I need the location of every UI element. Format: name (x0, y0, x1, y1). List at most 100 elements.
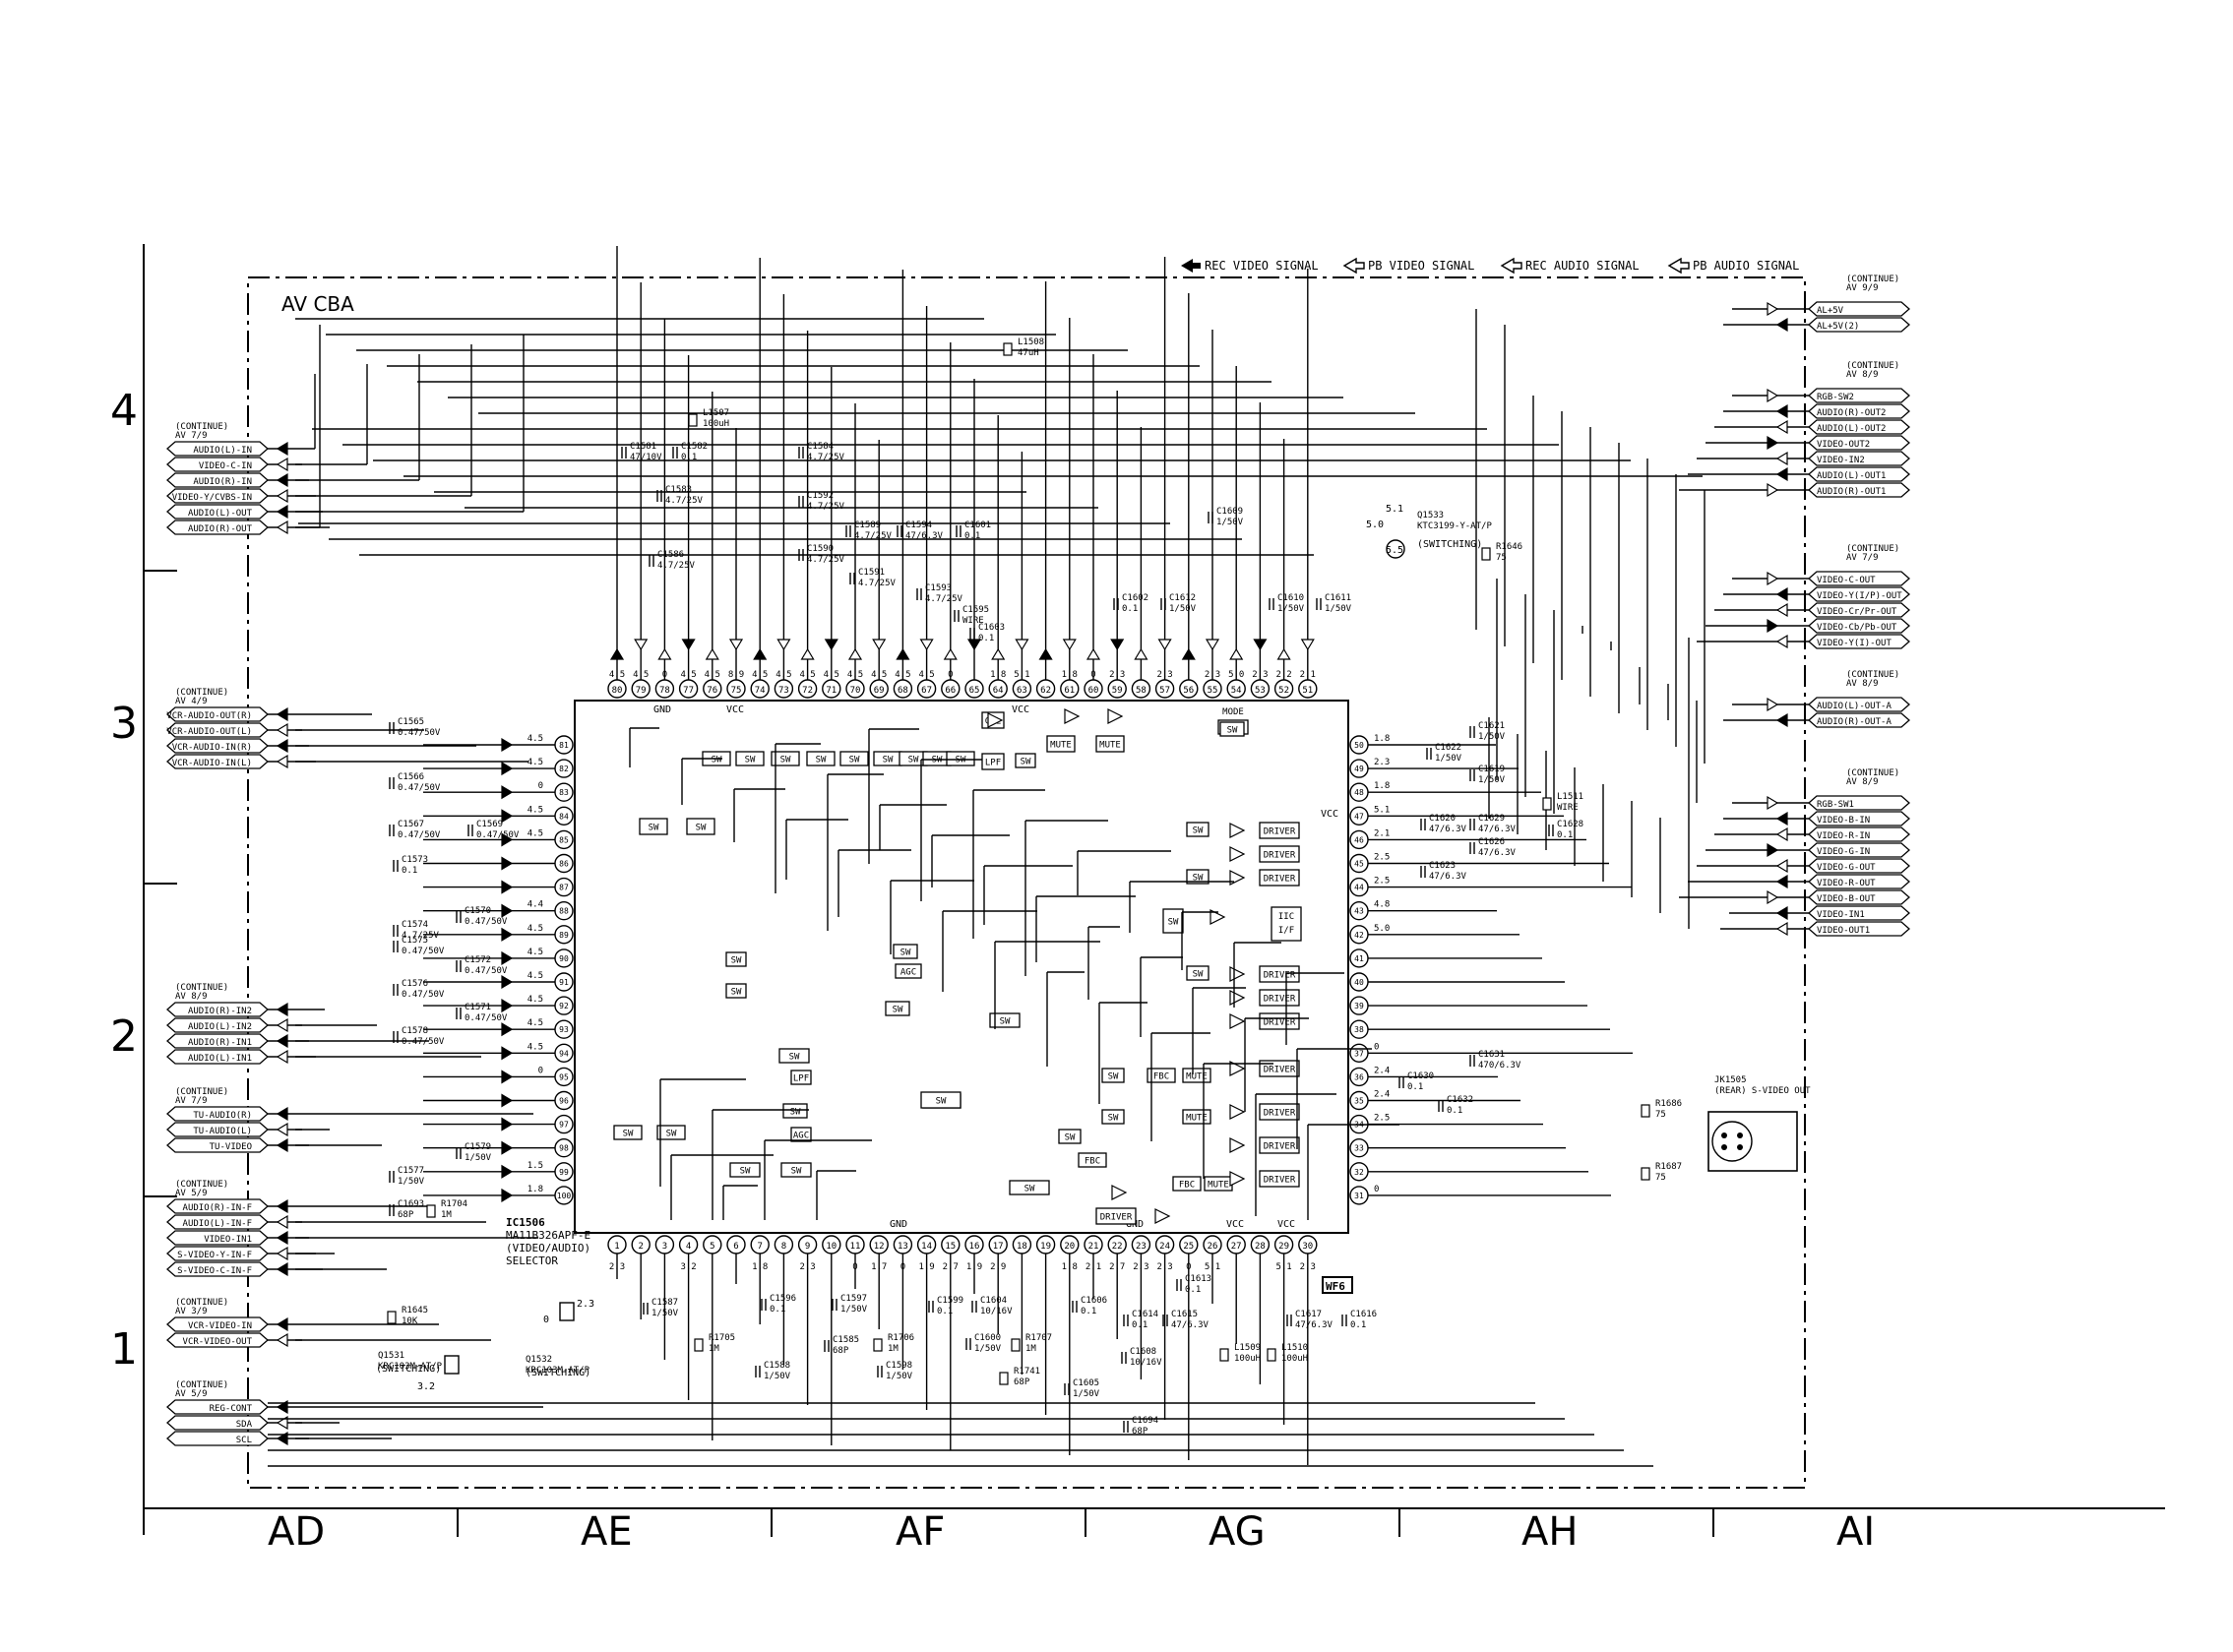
signal-arrow (1110, 639, 1125, 651)
right-connector-label: VIDEO-Y(I/P)-OUT (1817, 591, 1902, 601)
component-ref: C1608 (1130, 1347, 1156, 1357)
component-value: 1/50V (465, 1153, 492, 1163)
component-value: 1/50V (1325, 604, 1352, 614)
component-ref: C1576 (402, 979, 428, 989)
signal-arrow (501, 809, 514, 824)
buffer-amp (1229, 1061, 1246, 1076)
signal-legend: REC VIDEO SIGNAL PB VIDEO SIGNAL REC AUD… (1181, 257, 1799, 275)
q1533-volt-b: 5.0 (1366, 520, 1384, 530)
component-value: KTC3199-Y-AT/P (1417, 521, 1492, 531)
ic-pin-number-bottom: 19 (1040, 1242, 1051, 1252)
component-symbol (688, 413, 698, 427)
ic-pin-number-right: 33 (1354, 1144, 1364, 1153)
component-ref: C1589 (854, 520, 881, 530)
mute-block-label: MUTE (1186, 1114, 1208, 1124)
component-value: (REAR) S-VIDEO OUT (1714, 1086, 1811, 1096)
signal-arrow (1767, 795, 1779, 811)
driver-block (1259, 1060, 1300, 1077)
right-connector-tag (1808, 905, 1910, 921)
ic-pin-number-right: 38 (1354, 1025, 1364, 1034)
ic-pin-number-bottom: 3 (662, 1242, 667, 1252)
component-value: 68P (1014, 1377, 1030, 1387)
right-connector-tag (1808, 889, 1910, 905)
right-connector-tag (1808, 482, 1910, 498)
ic-part: MA11B326APF-E (506, 1229, 590, 1242)
right-connector-label: VIDEO-R-IN (1817, 831, 1870, 841)
component-symbol (1011, 1338, 1021, 1352)
left-connector-label: TU-AUDIO(L) (193, 1127, 252, 1136)
ic-pin-voltage-right: 1.8 (1374, 781, 1390, 791)
ic-pin-voltage-left: 0 (538, 1066, 543, 1075)
component-ref: C1609 (1216, 507, 1243, 517)
right-connector-tag (1808, 571, 1910, 586)
ic-pin-number-top: 58 (1136, 686, 1147, 696)
component-ref: C1578 (402, 1026, 428, 1036)
signal-arrow (276, 1049, 288, 1065)
component-value: 47uH (1018, 348, 1039, 358)
signal-arrow (276, 441, 288, 457)
buffer-amp (1229, 1171, 1246, 1187)
component-ref: C1619 (1478, 765, 1505, 774)
signal-arrow (501, 1070, 514, 1084)
left-connector-label: SDA (236, 1420, 253, 1430)
ic-pin-number-right: 32 (1354, 1168, 1364, 1177)
row-label-4: 4 (110, 386, 138, 436)
left-connector-label: VIDEO-Y/CVBS-IN (172, 493, 252, 503)
component-ref: R1704 (441, 1199, 467, 1209)
ic-pin-voltage-left: 4.5 (527, 924, 543, 934)
sw-block (806, 751, 836, 766)
left-connector-label: AUDIO(L)-OUT (188, 509, 253, 519)
legend-rec-audio: REC AUDIO SIGNAL (1525, 259, 1640, 273)
component-symbol (1267, 1348, 1276, 1362)
buffer-amp (1229, 990, 1246, 1006)
component-value: 0.1 (402, 866, 417, 876)
ic-pin-number-bottom: 9 (805, 1242, 810, 1252)
right-connector-label: VIDEO-C-OUT (1817, 576, 1876, 585)
component-value: 0.47/50V (465, 1013, 508, 1023)
signal-arrow (1775, 905, 1788, 921)
ic-pin-number-bottom: 26 (1208, 1242, 1218, 1252)
component-value: 0.1 (937, 1307, 953, 1316)
mute-block-label: MUTE (1050, 741, 1072, 751)
ic-pin-number-left: 84 (559, 812, 569, 821)
sw-block-label: SW (1024, 1185, 1035, 1194)
connector-ref-left: (CONTINUE) (175, 688, 228, 698)
signal-arrow (1134, 647, 1148, 660)
left-connector-label: AUDIO(R)-OUT (188, 524, 253, 534)
component-value: 0.1 (1081, 1307, 1096, 1316)
component-ref: C1615 (1171, 1310, 1198, 1319)
ic-pin-number-top: 61 (1064, 686, 1075, 696)
ic-pin-number-left: 87 (559, 884, 569, 892)
signal-arrow (728, 639, 744, 651)
sw-block-label: SW (623, 1130, 634, 1139)
ic-pin-voltage-left: 4.5 (527, 1042, 543, 1052)
ic-pin-number-right: 40 (1354, 978, 1364, 987)
component-value: 0.1 (1132, 1320, 1148, 1330)
sw-block-label: SW (1193, 826, 1204, 836)
component-value: 1M (888, 1344, 899, 1354)
component-ref: C1567 (398, 820, 424, 829)
agc-block (790, 1127, 812, 1142)
signal-arrow (501, 880, 514, 894)
signal-arrow (501, 737, 514, 753)
ic-pin-number-left: 90 (559, 954, 569, 963)
signal-arrow (1767, 571, 1779, 586)
signal-arrow (1775, 403, 1788, 419)
left-connector-tag (166, 1431, 269, 1446)
driver-block-label: DRIVER (1264, 1142, 1296, 1152)
component-value: 1/50V (1478, 775, 1506, 785)
right-connector-tag (1808, 435, 1910, 451)
signal-arrow (1181, 647, 1196, 660)
signal-arrow (276, 488, 288, 504)
component-ref: L1509 (1234, 1343, 1261, 1353)
signal-arrow (501, 1117, 514, 1132)
right-connector-label: VIDEO-Cb/Pb-OUT (1817, 623, 1897, 633)
connector-ref-left: AV 4/9 (175, 697, 208, 706)
sw-block (782, 1103, 808, 1119)
driver-block-label: DRIVER (1100, 1213, 1133, 1223)
component-ref: C1574 (402, 920, 428, 930)
signal-arrow (1062, 639, 1077, 651)
sw-block-label: SW (1021, 758, 1031, 767)
mute-block-label: MUTE (1099, 741, 1121, 751)
signal-arrow (1775, 466, 1788, 482)
